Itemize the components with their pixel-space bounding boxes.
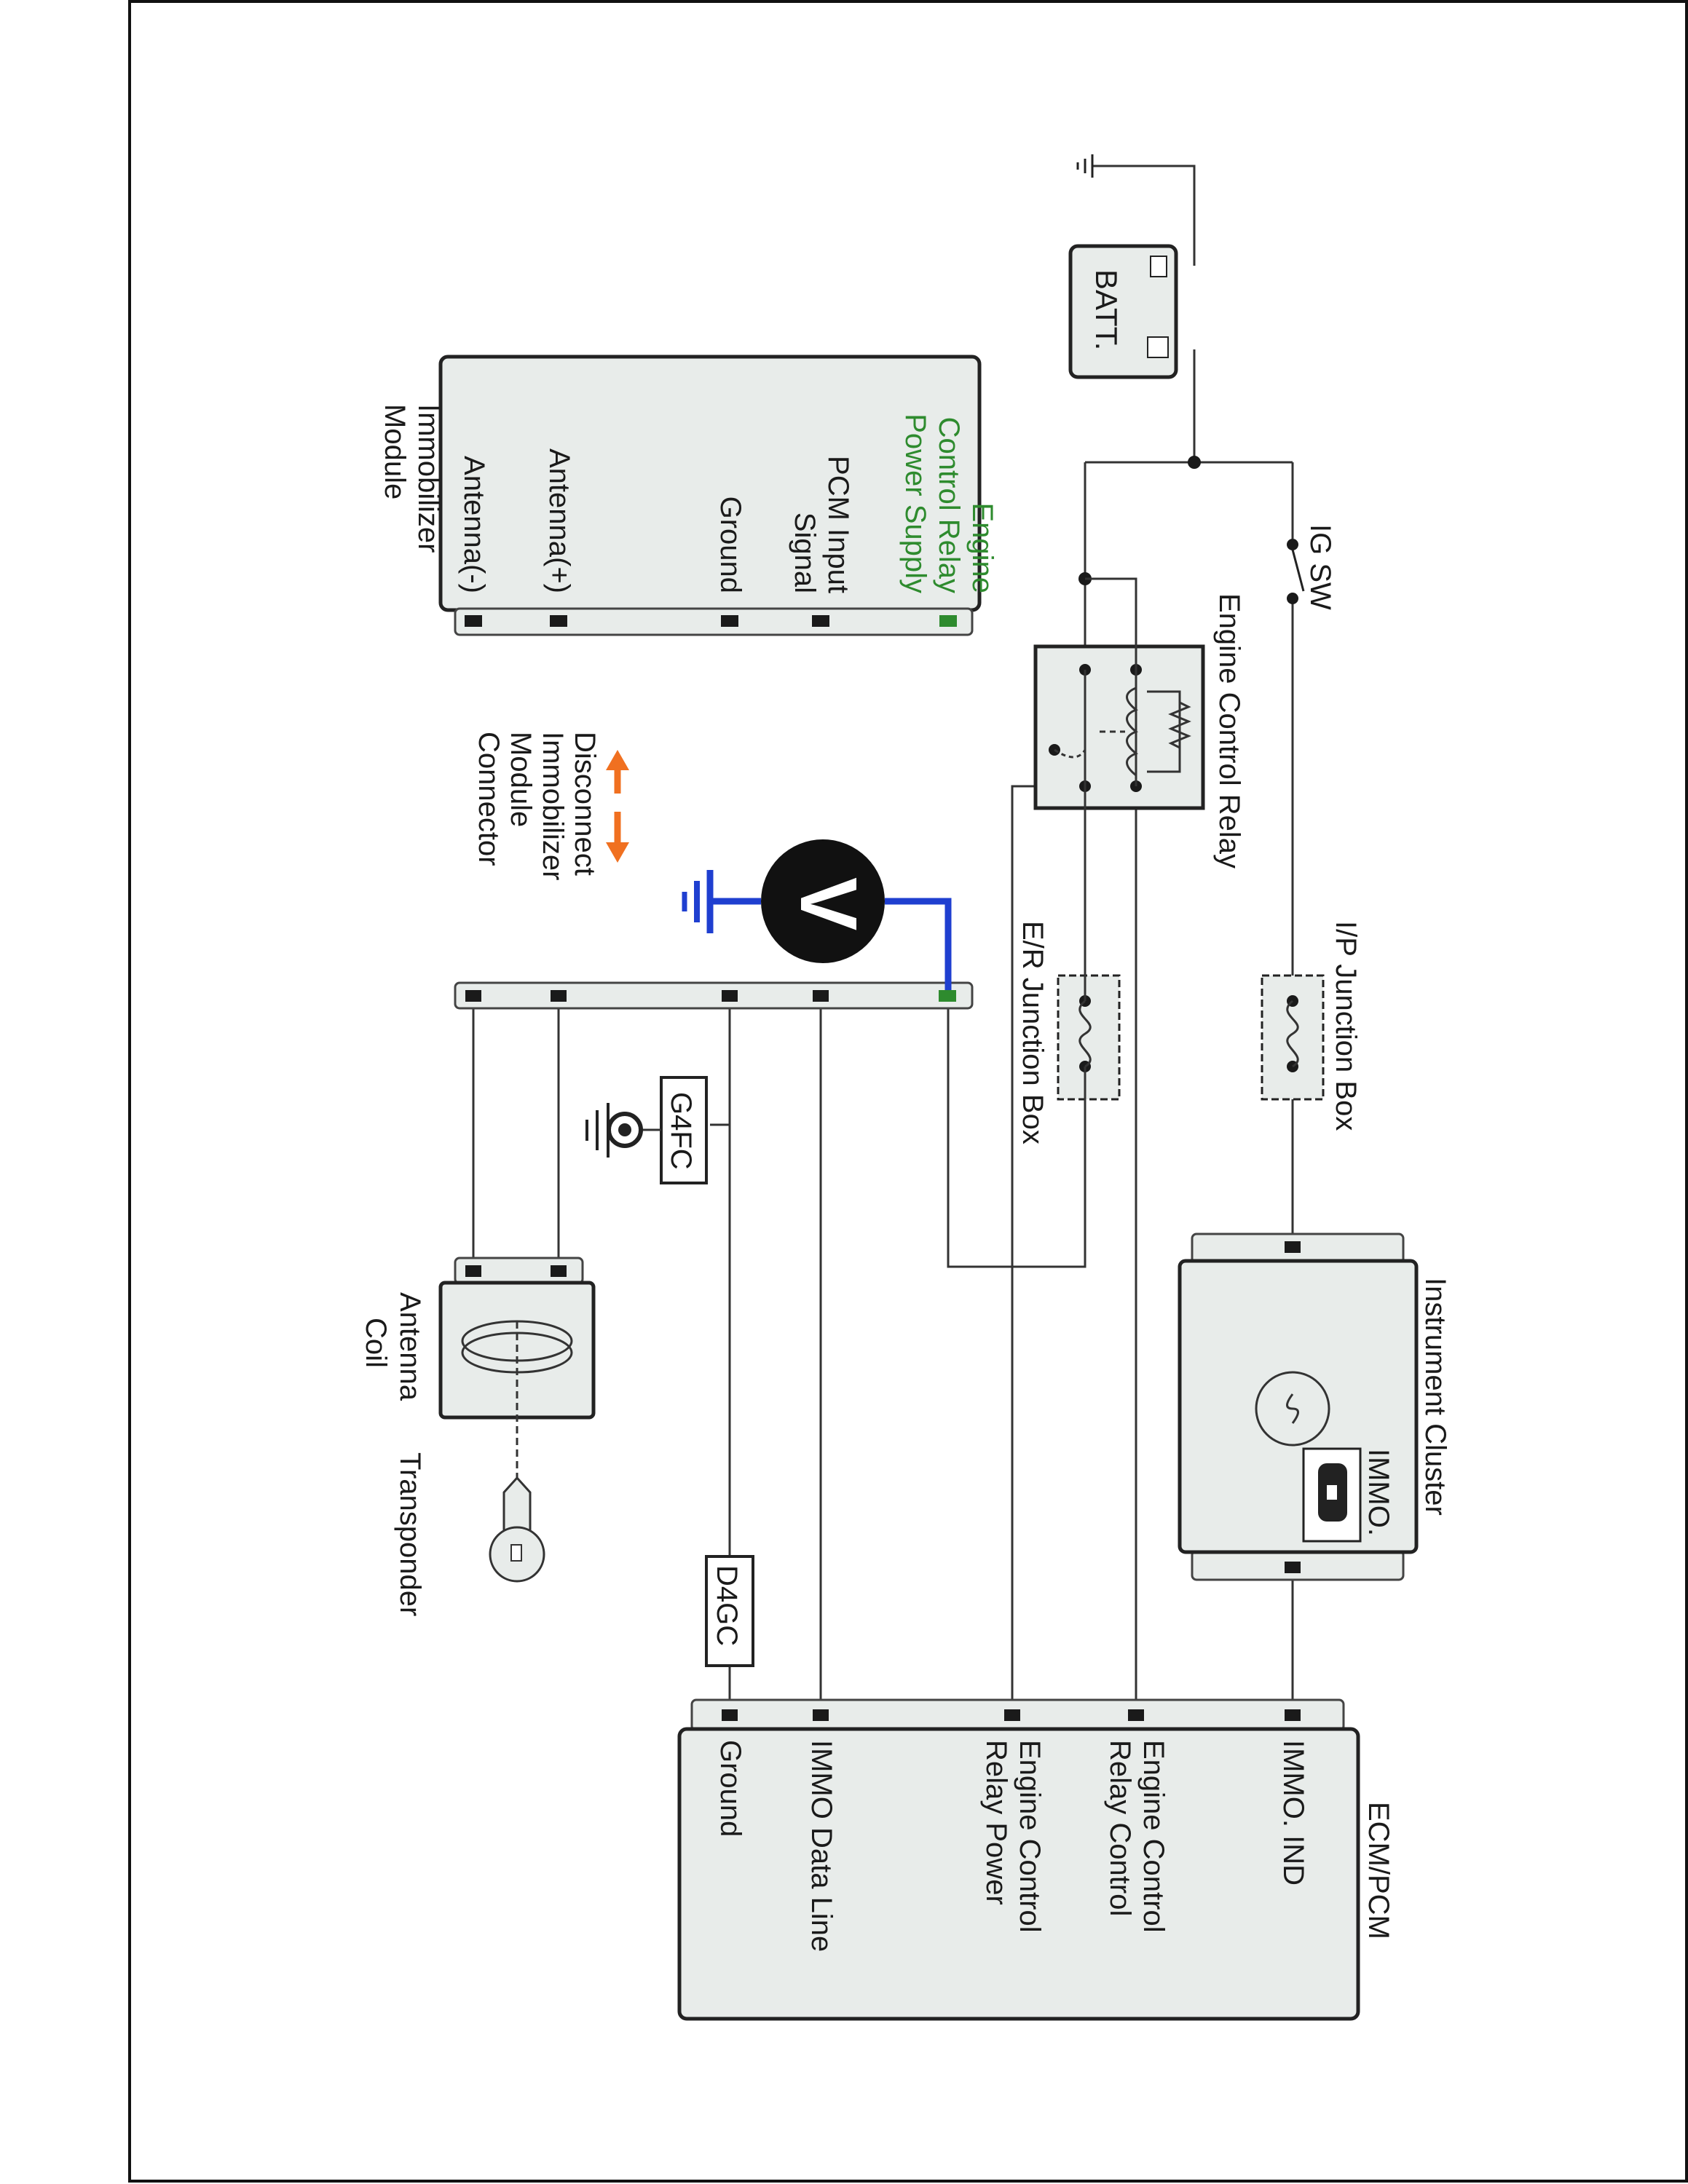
transponder-key-icon: Transponder: [394, 1452, 545, 1616]
battery-label: BATT.: [1089, 269, 1124, 350]
er-junction-box: E/R Junction Box: [1017, 921, 1121, 1144]
engine-control-relay: Engine Control Relay: [1033, 593, 1245, 869]
instrument-cluster: IMMO. Instrument Cluster: [1178, 1233, 1451, 1581]
ecm-pin-label: Relay Control: [1104, 1740, 1136, 1916]
disconnect-note-line: Disconnect: [569, 732, 601, 876]
immo-lamp-label: IMMO.: [1362, 1449, 1395, 1536]
g4fc-label: G4FC: [665, 1092, 697, 1170]
ecm-pin-label: IMMO Data Line: [805, 1740, 837, 1952]
disconnect-note-line: Immobilizer: [537, 732, 569, 880]
page-frame: [128, 0, 1688, 2183]
engine-control-relay-label: Engine Control Relay: [1213, 593, 1245, 869]
battery: BATT.: [1068, 244, 1178, 379]
er-junction-box-label: E/R Junction Box: [1017, 921, 1049, 1144]
immobilizer-pin-label: Ground: [714, 496, 746, 593]
ip-junction-box-label: I/P Junction Box: [1330, 921, 1362, 1131]
ig-sw-label: IG SW: [1304, 524, 1336, 610]
immobilizer-pin-label: Control Relay: [933, 417, 965, 593]
immobilizer-pin: [465, 615, 482, 627]
immobilizer-module-label: Immobilizer: [412, 404, 444, 553]
immobilizer-pin: [939, 615, 957, 627]
immobilizer-pin-label: Antenna(+): [543, 448, 575, 593]
ecm-pcm-label: ECM/PCM: [1362, 1802, 1395, 1939]
svg-text:Coil: Coil: [360, 1318, 392, 1368]
harness-connector: [454, 981, 974, 1010]
ground-g4fc: G4FC: [585, 1076, 708, 1184]
immobilizer-pin: [550, 615, 567, 627]
immobilizer-pins: [465, 615, 957, 627]
ecm-pin-label: Engine Control: [1137, 1740, 1170, 1933]
ecm-pin-label: Engine Control: [1014, 1740, 1046, 1933]
d4gc-label: D4GC: [711, 1565, 743, 1646]
ground-d4gc: D4GC: [705, 1555, 754, 1667]
immo-lamp-icon: [1302, 1447, 1362, 1543]
antenna-coil-label: Antenna Coil: [360, 1292, 426, 1401]
ecm-pin-label: Relay Power: [980, 1740, 1012, 1905]
ecm-pin-label: Ground: [714, 1740, 746, 1837]
immobilizer-pin-label: Antenna(-): [458, 456, 490, 593]
antenna-coil: Antenna Coil: [360, 1257, 596, 1478]
ecm-pin-label: IMMO. IND: [1277, 1740, 1309, 1886]
junction-dot: [1188, 456, 1201, 469]
immobilizer-pin-label: Engine: [966, 502, 998, 593]
chassis-ground-icon: [1076, 154, 1094, 178]
voltmeter-ground-icon: [682, 870, 714, 933]
disconnect-note-line: Module: [505, 732, 537, 827]
disconnect-note-line: Connector: [473, 732, 505, 866]
ip-junction-box: I/P Junction Box: [1261, 921, 1362, 1131]
svg-text:Antenna: Antenna: [394, 1292, 426, 1401]
immobilizer-pin-label: PCM Input: [822, 456, 854, 593]
immobilizer-pin: [812, 615, 829, 627]
immobilizer-pin-label: Signal: [789, 513, 821, 593]
voltmeter-label: V: [784, 877, 873, 930]
wires: [472, 165, 1294, 1714]
immobilizer-pin-label: Power Supply: [899, 414, 931, 593]
instrument-cluster-label: Instrument Cluster: [1419, 1278, 1451, 1516]
voltmeter[interactable]: V: [682, 839, 952, 990]
immobilizer-pin: [721, 615, 738, 627]
disconnect-arrows-icon: [606, 750, 629, 863]
ig-switch: IG SW: [1287, 524, 1336, 610]
immobilizer-module-label: Module: [379, 404, 411, 499]
transponder-label: Transponder: [394, 1452, 426, 1616]
